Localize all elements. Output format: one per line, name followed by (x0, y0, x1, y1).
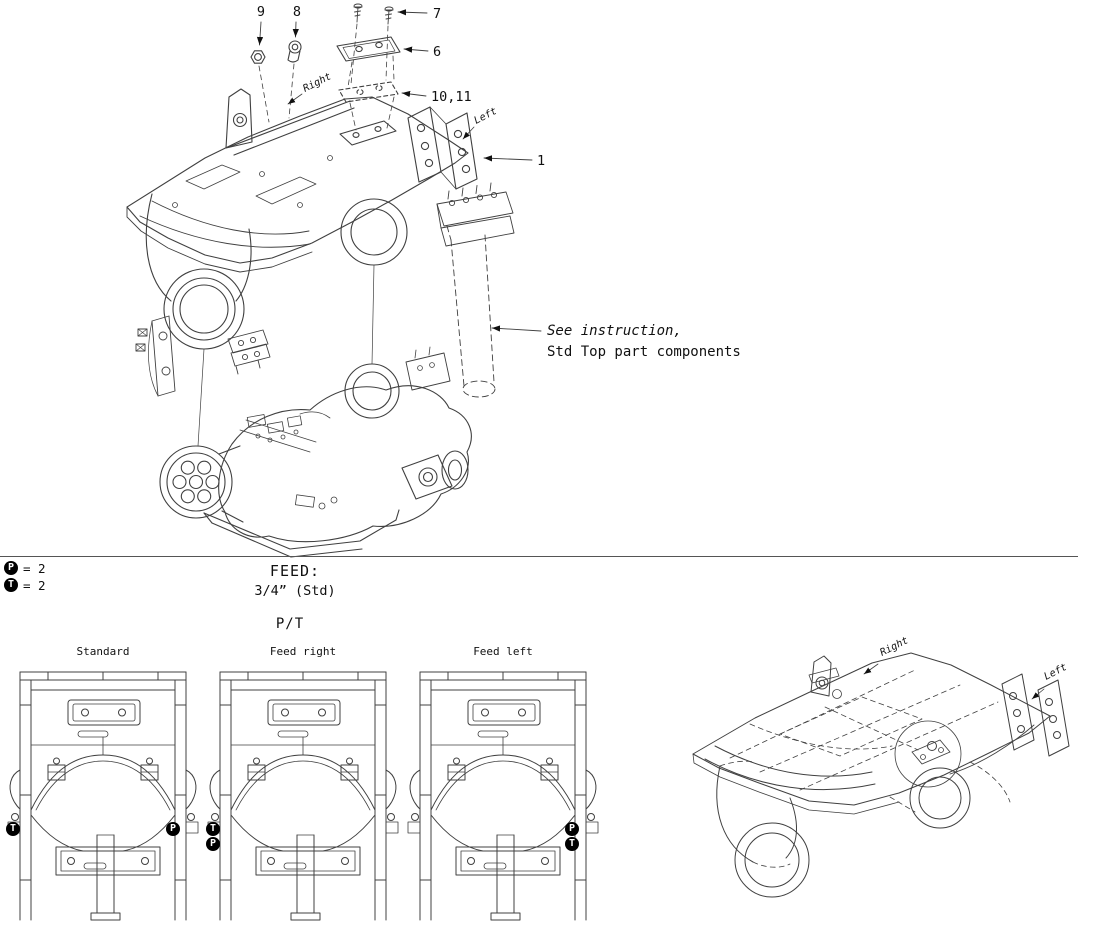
mid-valve-stack (227, 329, 271, 375)
assembled-iso-drawing: Right Left (692, 635, 1070, 898)
front-view-feed-right-label: Feed right (269, 645, 337, 658)
port-detail-circle (894, 720, 962, 788)
iso-left-label: Left (1042, 662, 1068, 683)
iso-right-label: Right (878, 635, 910, 658)
rotator-assembly (159, 346, 472, 558)
callout-6-label: 6 (433, 44, 441, 60)
callout-arrows (256, 9, 542, 332)
t-port-count: = 2 (23, 578, 46, 593)
p-port-badge-feed-left: P (565, 822, 579, 836)
right-side-label: Right (301, 71, 333, 94)
gasket-part-10-11 (338, 81, 399, 103)
bolt-part-8 (287, 40, 302, 63)
instruction-text-line1: See instruction, (547, 323, 682, 339)
t-port-badge-feed-left: T (565, 837, 579, 851)
feed-heading: FEED: (269, 562, 321, 580)
exploded-view-drawing: 9 8 7 6 10,11 1 Right Left See instructi… (126, 3, 741, 558)
front-view-feed-left-label: Feed left (473, 645, 533, 658)
callout-10-11-label: 10,11 (431, 89, 472, 105)
p-port-badge-standard: P (166, 822, 180, 836)
feed-spec: 3/4” (Std) (254, 583, 336, 599)
valve-block (436, 182, 515, 247)
top-frame (126, 88, 478, 350)
front-view-standard (7, 671, 199, 921)
cover-plate-part-6 (336, 36, 401, 62)
p-port-badge-feed-right: P (206, 837, 220, 851)
screw-part-7a (353, 3, 363, 23)
callout-7-label: 7 (433, 6, 441, 22)
front-view-standard-label: Standard (76, 645, 130, 658)
p-port-count: = 2 (23, 561, 46, 576)
left-bracket-parts (135, 315, 176, 397)
assembly-leader-lines (258, 23, 395, 131)
callout-1-label: 1 (537, 153, 545, 169)
callout-9-label: 9 (257, 4, 265, 20)
grease-clamp-detail (808, 655, 842, 699)
nut-part-9 (250, 50, 266, 64)
iso-hidden-lines (719, 669, 1011, 868)
pt-heading: P/T (275, 616, 305, 632)
front-view-feed-right (207, 671, 399, 921)
p-port-legend-badge: P (4, 561, 18, 575)
t-port-badge-feed-right: T (206, 822, 220, 836)
instruction-text-line2: Std Top part components (547, 344, 741, 360)
front-view-feed-left (407, 671, 599, 921)
std-top-part-column (446, 225, 496, 398)
section-divider (0, 556, 1078, 557)
alignment-lines (197, 264, 375, 447)
screw-part-7b (384, 6, 394, 25)
left-side-label: Left (472, 106, 498, 127)
callout-8-label: 8 (293, 4, 301, 20)
t-port-badge-standard: T (6, 822, 20, 836)
t-port-legend-badge: T (4, 578, 18, 592)
front-views-drawing (7, 671, 599, 921)
